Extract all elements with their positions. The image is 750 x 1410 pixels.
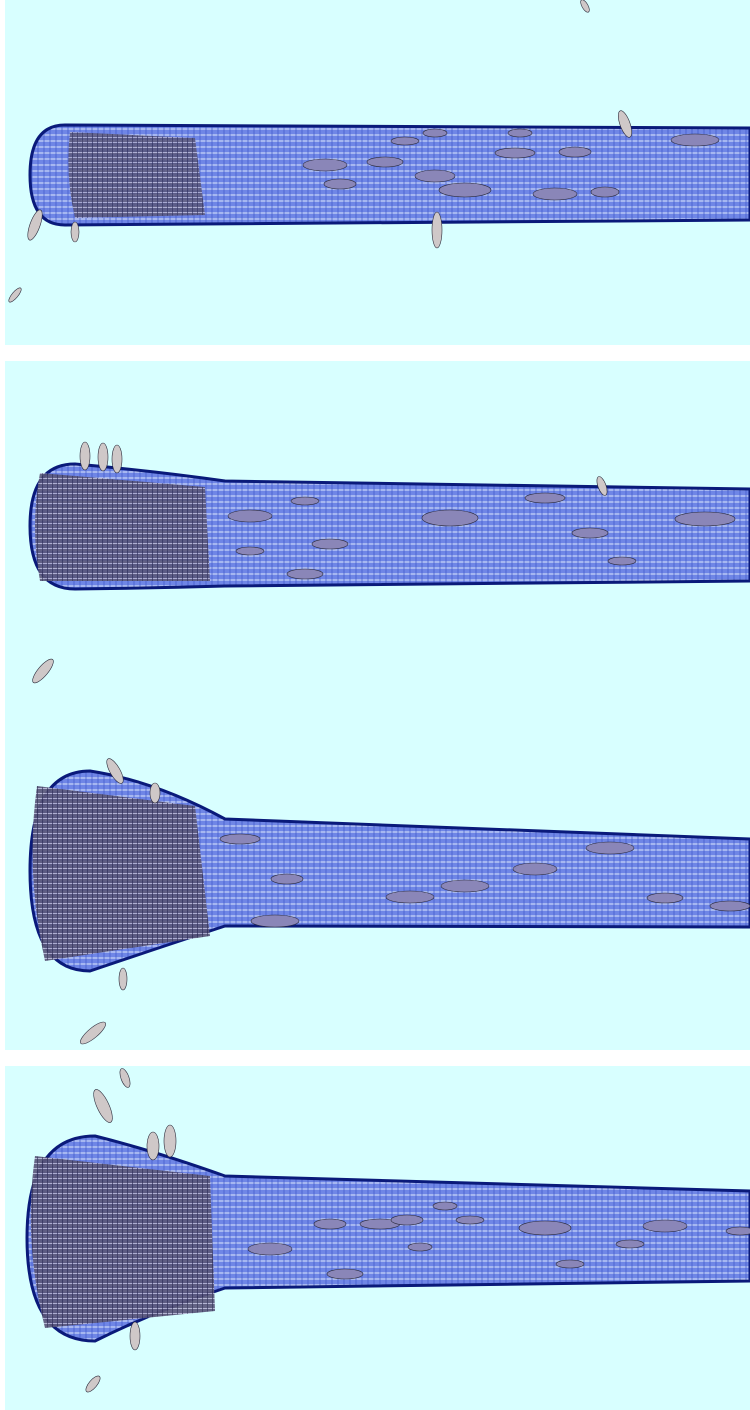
catch-cluster: [31, 1156, 215, 1328]
catch-cluster: [35, 473, 210, 581]
codend-panel-2: [5, 361, 750, 1050]
codend-panel-3: [5, 1066, 750, 1410]
catch-cluster: [33, 786, 211, 961]
codend-panel-1: [5, 0, 750, 345]
catch-cluster: [68, 132, 205, 218]
